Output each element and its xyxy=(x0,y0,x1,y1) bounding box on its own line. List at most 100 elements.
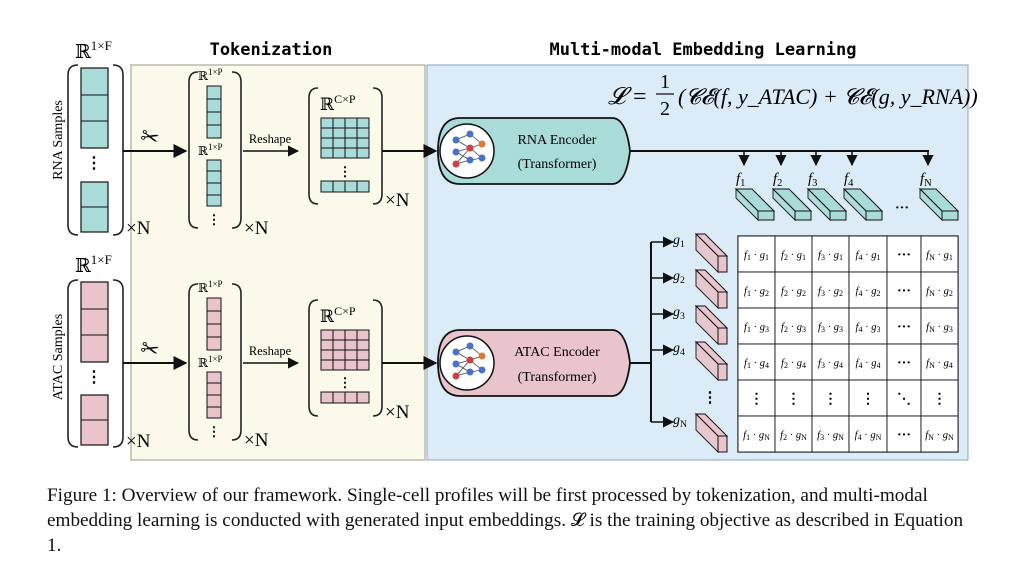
atac-network-icon xyxy=(452,342,486,380)
rna-reshape-label: Reshape xyxy=(249,132,292,146)
svg-text:ℝC×P: ℝC×P xyxy=(320,304,356,326)
rna-network-icon xyxy=(452,130,486,168)
g-embedding-bar xyxy=(694,412,729,454)
g-label-4: g4 xyxy=(673,341,685,358)
svg-text:(𝓒𝓔(f, y_ATAC) + 𝓒𝓔(g, y_R: (𝓒𝓔(f, y_ATAC) + 𝓒𝓔(g, y_RNA)) xyxy=(678,84,978,109)
matrix-cell xyxy=(848,379,888,417)
matrix-cell xyxy=(886,343,922,381)
g-embedding-bar xyxy=(694,304,729,346)
figure-caption: Figure 1: Overview of our framework. Sin… xyxy=(47,485,968,556)
svg-text:⋮: ⋮ xyxy=(208,212,221,227)
svg-text:⋮: ⋮ xyxy=(86,369,102,386)
matrix-cell xyxy=(737,379,776,417)
matrix-entry: f4 · g2 xyxy=(856,286,881,298)
matrix-entry: f4 · g4 xyxy=(856,358,881,370)
rna-input-dim: ℝ1×F xyxy=(75,38,112,63)
matrix-cell xyxy=(774,235,813,273)
matrix-dots: ··· xyxy=(897,284,911,299)
matrix-entry: f2 · g4 xyxy=(781,358,806,370)
f-label-2: f2 xyxy=(773,171,782,189)
atac-encoder-subtitle: (Transformer) xyxy=(518,370,597,385)
g-label-N: gN xyxy=(673,413,687,430)
matrix-cell xyxy=(886,307,922,345)
matrix-entry: f2 · g3 xyxy=(781,322,806,334)
matrix-dots: ··· xyxy=(897,320,911,335)
g-label-3: g3 xyxy=(673,305,685,322)
svg-text:𝓛 =: 𝓛 = xyxy=(608,84,648,110)
svg-text:ℝ1×P: ℝ1×P xyxy=(198,279,223,295)
matrix-entry: f4 · gN xyxy=(855,430,882,442)
matrix-cell xyxy=(920,343,959,381)
matrix-entry: f1 · g2 xyxy=(744,286,769,298)
matrix-cell xyxy=(737,343,776,381)
matrix-cell xyxy=(848,235,888,273)
g-embedding-bar xyxy=(694,232,729,274)
matrix-entry: f3 · g2 xyxy=(818,286,843,298)
framework-diagram: Tokenization Multi-modal Embedding Learn… xyxy=(51,38,978,461)
svg-text:⋮: ⋮ xyxy=(339,164,352,179)
matrix-entry: fN · g3 xyxy=(926,322,953,334)
matrix-cell xyxy=(886,271,922,309)
matrix-cell xyxy=(920,235,959,273)
atac-samples-label: ATAC Samples xyxy=(51,314,66,400)
matrix-entry: f3 · g4 xyxy=(818,358,843,370)
matrix-cell xyxy=(811,343,850,381)
svg-text:ℝC×P: ℝC×P xyxy=(320,92,356,114)
matrix-cell xyxy=(737,415,776,453)
svg-text:2: 2 xyxy=(660,98,670,120)
f-label-4: f4 xyxy=(844,171,854,189)
matrix-cell xyxy=(774,415,813,453)
matrix-dots: ⋮ xyxy=(750,392,764,407)
embedding-title: Multi-modal Embedding Learning xyxy=(549,40,856,60)
tokenization-title: Tokenization xyxy=(210,40,333,60)
g-embedding-bar xyxy=(694,268,729,310)
g-label-2: g2 xyxy=(673,269,685,286)
matrix-cell xyxy=(811,235,850,273)
svg-text:ℝ1×P: ℝ1×P xyxy=(198,67,223,83)
matrix-cell xyxy=(848,271,888,309)
f-embedding-bar xyxy=(918,187,960,222)
matrix-dots: ··· xyxy=(897,428,911,443)
rna-row: RNA Samples ℝ1×F ⋮ ×N ✂ ℝ1×P ℝ1×P ⋮ ×N R… xyxy=(51,38,929,239)
matrix-dots: ··· xyxy=(897,248,911,263)
matrix-entry: f1 · g1 xyxy=(744,250,769,262)
matrix-entry: fN · g2 xyxy=(926,286,953,298)
f-label-N: fN xyxy=(920,171,932,189)
matrix-cell xyxy=(811,415,850,453)
matrix-dots: ⋮ xyxy=(933,392,947,407)
matrix-entry: fN · g4 xyxy=(926,358,953,370)
matrix-cell xyxy=(920,271,959,309)
matrix-entry: f3 · g1 xyxy=(818,250,843,262)
g-label-1: g1 xyxy=(673,233,685,250)
matrix-entry: f2 · g2 xyxy=(781,286,806,298)
atac-row: ATAC Samples ℝ1×F ⋮ ×N ✂ ℝ1×P ℝ1×P ⋮ ×N … xyxy=(51,242,652,452)
tokenization-panel xyxy=(130,64,426,461)
matrix-dots: ⋮ xyxy=(861,392,875,407)
svg-text:ℝ1×P: ℝ1×P xyxy=(198,354,223,370)
atac-times-n-2: ×N xyxy=(244,430,269,451)
matrix-cell xyxy=(920,307,959,345)
matrix-entry: f1 · g3 xyxy=(744,322,769,334)
atac-encoder-title: ATAC Encoder xyxy=(514,345,600,360)
svg-text:1: 1 xyxy=(660,71,670,93)
atac-times-n-1: ×N xyxy=(126,431,151,452)
rna-times-n-2: ×N xyxy=(244,218,269,239)
f-ellipsis: ··· xyxy=(895,201,909,216)
svg-text:ℝ1×P: ℝ1×P xyxy=(198,142,223,158)
matrix-entry: f4 · g3 xyxy=(856,322,881,334)
f-label-1: f1 xyxy=(736,171,745,189)
svg-text:⋮: ⋮ xyxy=(208,424,221,439)
matrix-dots: ⋮ xyxy=(787,392,801,407)
f-embedding-bar xyxy=(806,187,848,222)
matrix-cell xyxy=(886,379,922,417)
matrix-cell xyxy=(848,415,888,453)
matrix-entry: fN · gN xyxy=(925,430,954,442)
f-embedding-bar xyxy=(842,187,884,222)
rna-encoder-title: RNA Encoder xyxy=(518,133,597,148)
svg-text:⋮: ⋮ xyxy=(339,375,352,390)
matrix-entry: f3 · gN xyxy=(817,430,844,442)
atac-input-dim: ℝ1×F xyxy=(75,252,112,277)
